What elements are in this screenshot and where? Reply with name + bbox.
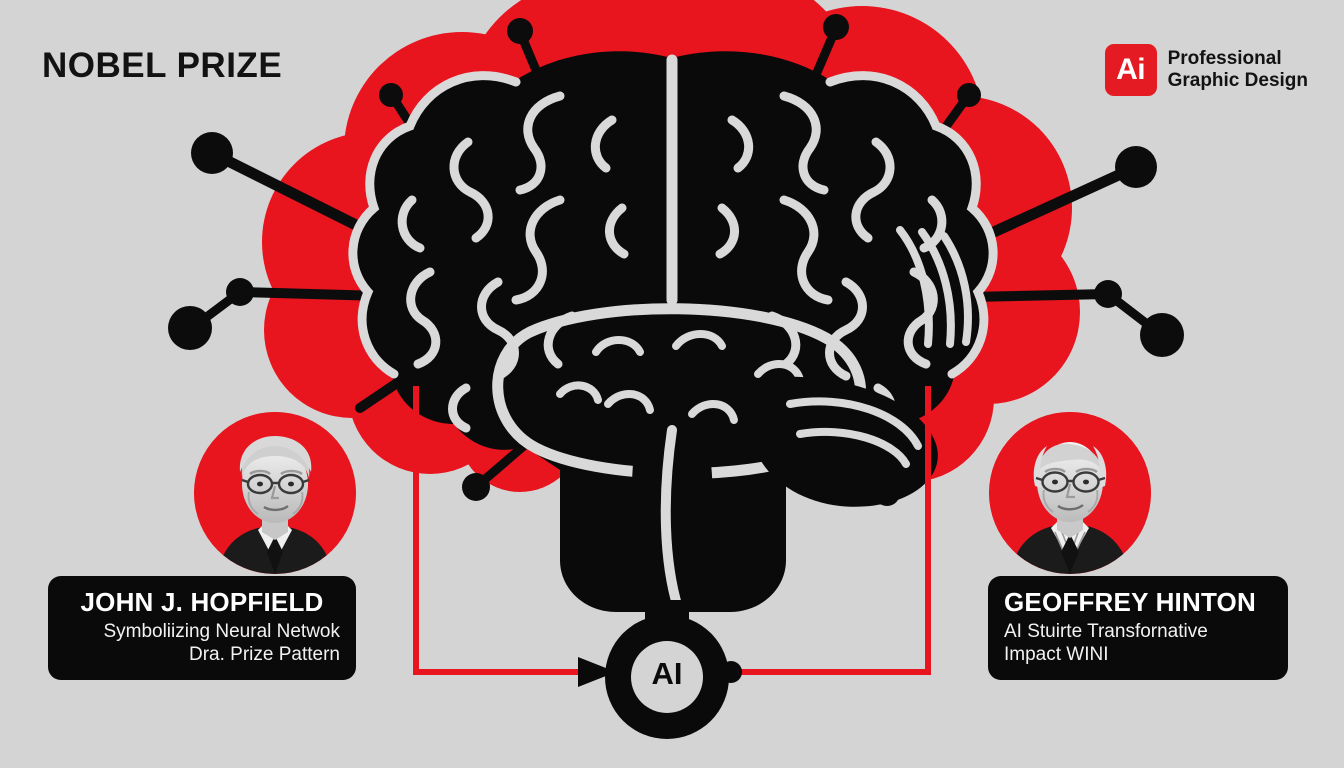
laureate-subtitle-hopfield-line2: Dra. Prize Pattern [189, 644, 340, 666]
adobe-illustrator-badge-icon: Ai [1104, 44, 1157, 96]
node-top-right-pin [823, 14, 849, 40]
brand-logo[interactable]: Ai Professional Graphic Design [1104, 44, 1308, 96]
node-left-lower [168, 306, 212, 350]
node-right-lower [1140, 313, 1184, 357]
brain-illustration [348, 51, 998, 613]
node-top-left-pin-2 [379, 83, 403, 107]
laureate-subtitle-hinton-line2: Impact WINI [1004, 644, 1109, 666]
laureate-subtitle-hinton: AI Stuirte Transfornative Impact WINI [1004, 620, 1272, 666]
connector-left [413, 386, 582, 675]
node-left-top [191, 132, 233, 174]
node-top-right-pin-2 [957, 83, 981, 107]
laureate-subtitle-hopfield: Symboliizing Neural Netwok Dra. Prize Pa… [64, 620, 340, 666]
connector-right [740, 386, 931, 675]
portrait-hinton-illustration [989, 412, 1151, 574]
portrait-hopfield-illustration [194, 412, 356, 574]
laureate-card-hinton[interactable]: GEOFFREY HINTON AI Stuirte Transfornativ… [988, 576, 1288, 681]
node-left-inner [462, 473, 490, 501]
node-top-left-pin [507, 18, 533, 44]
laureate-subtitle-hinton-line1: AI Stuirte Transfornative [1004, 621, 1208, 643]
red-connector-lines [413, 386, 931, 675]
laureate-name-hinton: GEOFFREY HINTON [1004, 587, 1256, 617]
laureate-name-hopfield: JOHN J. HOPFIELD [80, 587, 324, 617]
node-left-mid-small [226, 278, 254, 306]
brand-text: Professional Graphic Design [1168, 48, 1308, 92]
page-title: NOBEL PRIZE [42, 46, 283, 85]
brand-line-2: Graphic Design [1167, 70, 1308, 91]
laureate-subtitle-hopfield-line1: Symboliizing Neural Netwok [103, 621, 340, 643]
ai-node-label: AI [651, 656, 683, 691]
connector-arrowhead-left [578, 657, 616, 687]
node-right-top [1115, 146, 1157, 188]
laureate-card-hopfield[interactable]: JOHN J. HOPFIELD Symboliizing Neural Net… [48, 576, 356, 681]
avatar-hopfield[interactable] [194, 412, 356, 574]
neural-network-nodes [168, 14, 1184, 506]
node-right-mid-small [1094, 280, 1122, 308]
brand-line-1: Professional [1167, 47, 1282, 69]
avatar-hinton[interactable] [989, 412, 1151, 574]
ai-hub-node[interactable] [605, 600, 729, 739]
